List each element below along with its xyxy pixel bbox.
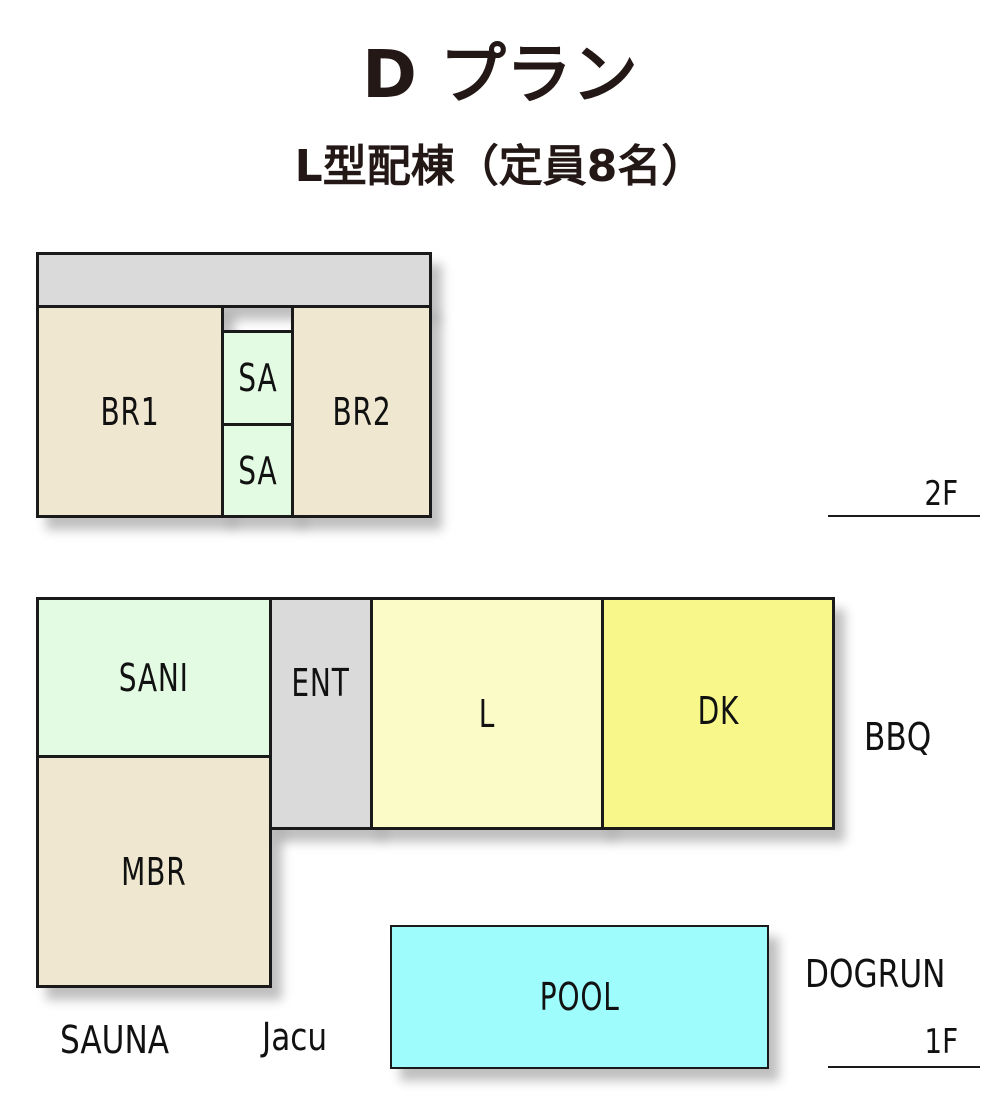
floor-2f-label: 2F: [924, 474, 958, 514]
pool-label: POOL: [539, 975, 620, 1019]
room-sa-lower: SA: [221, 423, 294, 518]
floor-1f-line: [828, 1066, 980, 1068]
floor-1f-label: 1F: [924, 1022, 958, 1062]
room-sani-label: SANI: [118, 655, 190, 700]
room-dk-label: DK: [697, 688, 739, 733]
room-br2-label: BR2: [331, 389, 391, 434]
room-dk: DK: [601, 597, 835, 830]
plan-subtitle: L型配棟（定員8名）: [294, 141, 706, 192]
room-sa-upper-label: SA: [237, 356, 278, 400]
room-br1: BR1: [36, 305, 224, 518]
room-living: L: [370, 597, 604, 830]
room-ent: ENT: [269, 597, 373, 830]
bbq-label: BBQ: [864, 715, 932, 759]
room-br2: BR2: [291, 305, 432, 518]
room-living-label: L: [478, 691, 496, 736]
room-sani: SANI: [36, 597, 272, 758]
pool: POOL: [390, 925, 769, 1069]
room-br1-label: BR1: [100, 389, 160, 434]
sauna-label: SAUNA: [60, 1018, 170, 1062]
room-mbr-label: MBR: [121, 849, 187, 894]
dogrun-label: DOGRUN: [805, 952, 946, 996]
plan-title: D プラン: [362, 36, 638, 113]
room-mbr: MBR: [36, 755, 272, 988]
room-sa-lower-label: SA: [237, 448, 278, 493]
jacu-label: Jacu: [262, 1015, 328, 1059]
floor-2f-line: [828, 515, 980, 517]
room-ent-label: ENT: [291, 660, 351, 705]
hallway-2f: [36, 252, 432, 308]
room-sa-upper: SA: [221, 330, 294, 426]
